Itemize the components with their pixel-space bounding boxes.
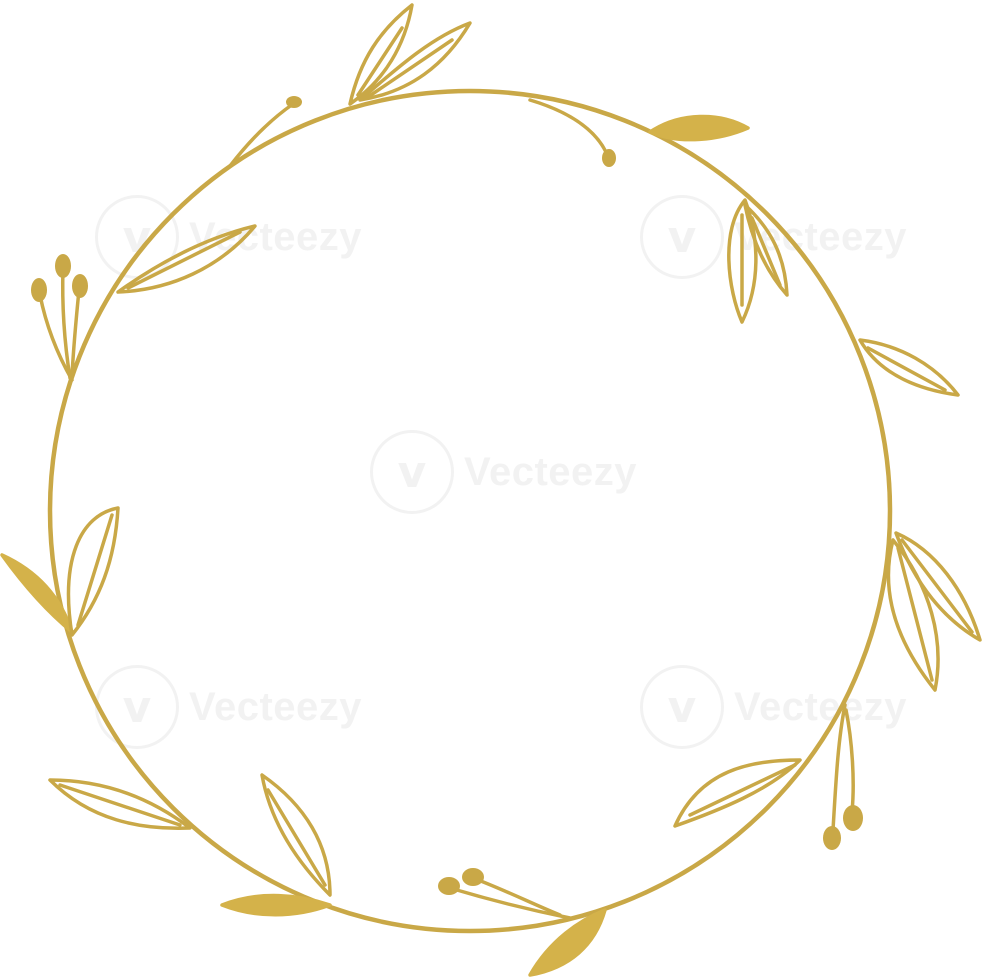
- watermark-text: Vecteezy: [734, 684, 908, 729]
- watermark: v Vecteezy: [95, 665, 362, 749]
- watermark: v Vecteezy: [370, 430, 637, 514]
- watermark-text: Vecteezy: [189, 684, 363, 729]
- vecteezy-logo-icon: v: [640, 665, 724, 749]
- watermark: v Vecteezy: [640, 665, 907, 749]
- watermark-text: Vecteezy: [464, 449, 638, 494]
- vecteezy-logo-icon: v: [640, 195, 724, 279]
- vecteezy-logo-icon: v: [370, 430, 454, 514]
